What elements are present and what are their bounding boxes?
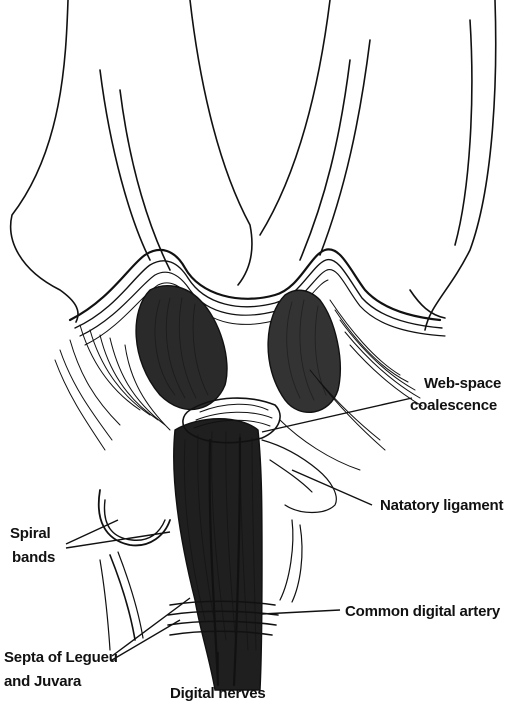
leader-spiral-1 bbox=[66, 520, 118, 544]
label-spiral-line1: Spiral bbox=[10, 525, 51, 542]
spiral-bands-structure bbox=[99, 490, 170, 650]
label-web-space-line1: Web-space bbox=[424, 375, 501, 392]
label-natatory-ligament: Natatory ligament bbox=[380, 497, 503, 514]
label-digital-nerves: Digital nerves bbox=[170, 685, 266, 702]
web-arch-band bbox=[70, 249, 445, 345]
label-septa-line1: Septa of Legueu bbox=[4, 649, 118, 666]
leader-septa-2 bbox=[112, 620, 180, 660]
leader-septa-1 bbox=[112, 598, 190, 656]
leader-natatory bbox=[292, 470, 372, 505]
natatory-ligament-sheet bbox=[262, 440, 336, 602]
leader-artery bbox=[262, 610, 340, 614]
label-web-space-line2: coalescence bbox=[410, 397, 497, 414]
label-common-digital-artery: Common digital artery bbox=[345, 603, 501, 620]
finger-outlines bbox=[11, 0, 496, 330]
central-column bbox=[174, 419, 262, 690]
web-masses bbox=[136, 286, 340, 413]
label-septa-line2: and Juvara bbox=[4, 673, 82, 690]
label-spiral-line2: bands bbox=[12, 549, 55, 566]
